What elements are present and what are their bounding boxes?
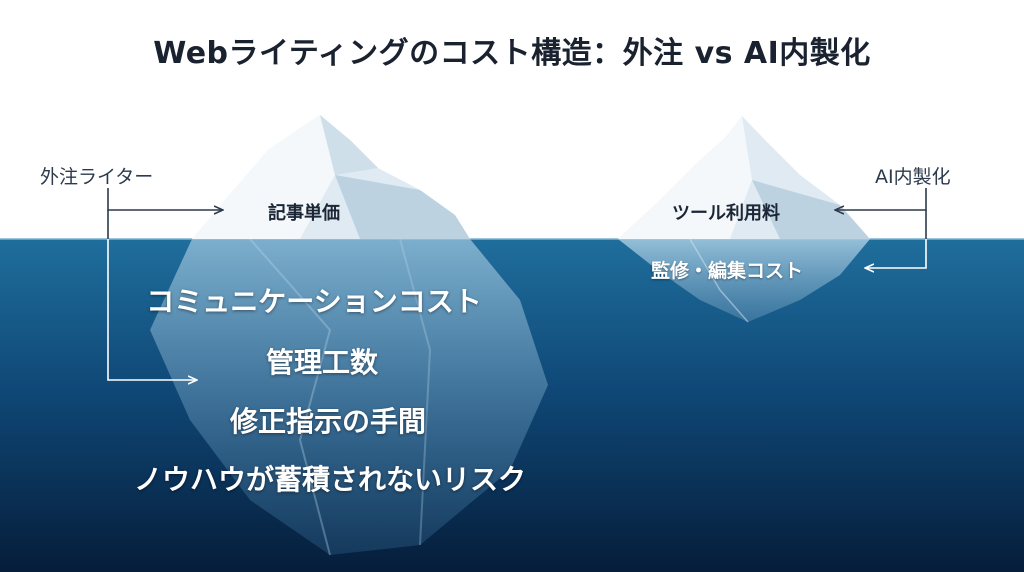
arrow-ai-to-tool-fee	[836, 188, 927, 210]
hidden-cost-management: 管理工数	[265, 346, 379, 379]
ai-inhouse-label: AI内製化	[875, 166, 951, 188]
hidden-cost-revision: 修正指示の手間	[229, 405, 427, 438]
tool-fee-label: ツール利用料	[672, 203, 780, 224]
hidden-cost-communication: コミュニケーションコスト	[146, 285, 482, 318]
arrow-outsourcing-to-price	[107, 188, 222, 210]
outsourcing-writer-label: 外注ライター	[40, 166, 154, 188]
left-iceberg-underwater	[150, 239, 548, 555]
article-price-label: 記事単価	[268, 203, 340, 224]
supervision-edit-cost-label: 監修・編集コスト	[651, 260, 804, 282]
arrow-outsourcing-to-hidden	[107, 239, 196, 380]
arrow-ai-to-supervision	[866, 239, 927, 268]
hidden-cost-knowhow-risk: ノウハウが蓄積されないリスク	[133, 463, 527, 496]
right-iceberg-underwater	[618, 239, 870, 322]
diagram-title: Webライティングのコスト構造：外注 vs AI内製化	[153, 36, 871, 71]
